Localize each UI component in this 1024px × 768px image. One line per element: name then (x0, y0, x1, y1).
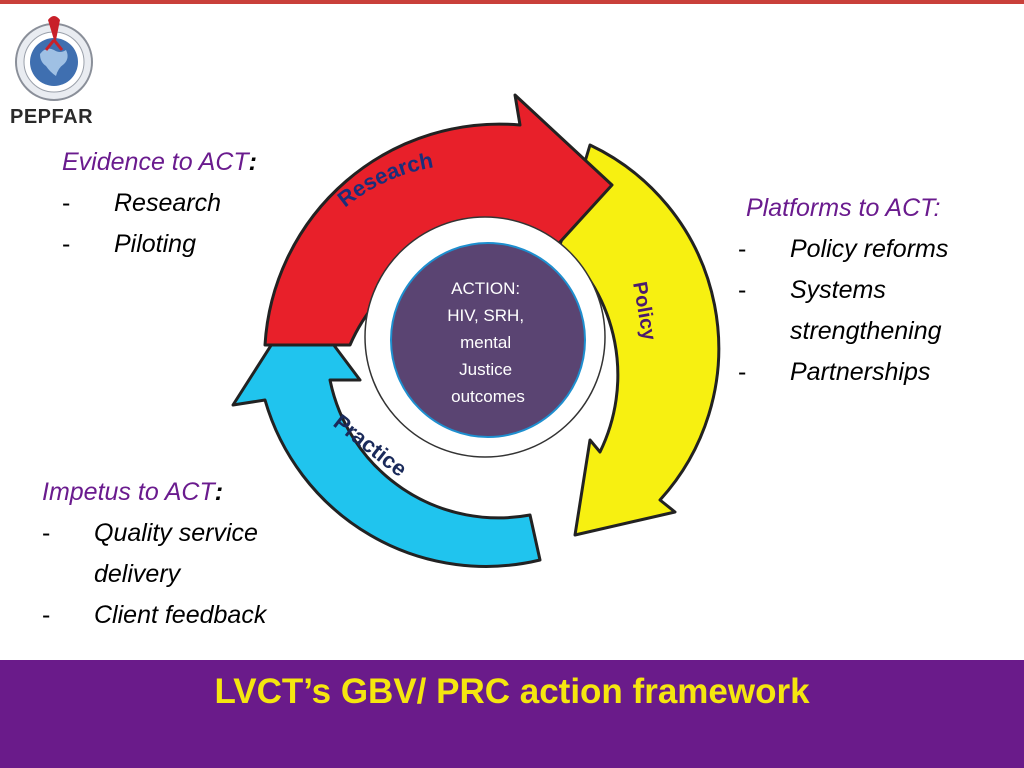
evidence-heading: Evidence to ACT: (62, 148, 257, 176)
footer-title: LVCT’s GBV/ PRC action framework (214, 672, 810, 711)
evidence-block: Evidence to ACT: -Research -Piloting (62, 142, 257, 265)
center-text: ACTION: HIV, SRH, mental Justice outcome… (447, 279, 529, 406)
footer-bar (0, 660, 1024, 768)
top-rule (0, 0, 1024, 4)
impetus-item-continued: delivery (94, 560, 181, 588)
evidence-item: -Piloting (62, 230, 196, 258)
center-line-4: Justice (459, 360, 512, 379)
impetus-block: Impetus to ACT: -Quality service deliver… (42, 472, 266, 636)
platforms-item-continued: strengthening (790, 317, 942, 345)
platforms-item: -Policy reforms (738, 235, 949, 263)
policy-arrow (558, 143, 721, 537)
center-line-1: ACTION: (451, 279, 520, 298)
logo-wordmark: PEPFAR (10, 106, 94, 128)
platforms-heading: Platforms to ACT: (746, 194, 941, 222)
pepfar-seal-icon (15, 16, 93, 101)
impetus-item: -Client feedback (42, 601, 267, 629)
impetus-heading: Impetus to ACT: (42, 478, 224, 506)
platforms-item: -Partnerships (738, 358, 931, 386)
center-circle (390, 242, 586, 438)
evidence-item: -Research (62, 189, 221, 217)
center-line-2: HIV, SRH, (447, 306, 524, 325)
center-line-3: mental (460, 333, 511, 352)
platforms-item: -Systems (738, 276, 886, 304)
impetus-item: -Quality service (42, 519, 258, 547)
center-line-5: outcomes (451, 387, 525, 406)
cycle-diagram: ACTION: HIV, SRH, mental Justice outcome… (231, 93, 721, 568)
platforms-block: Platforms to ACT: -Policy reforms -Syste… (738, 188, 948, 393)
practice-arrow (231, 298, 542, 568)
pepfar-logo: PEPFAR (6, 10, 106, 130)
